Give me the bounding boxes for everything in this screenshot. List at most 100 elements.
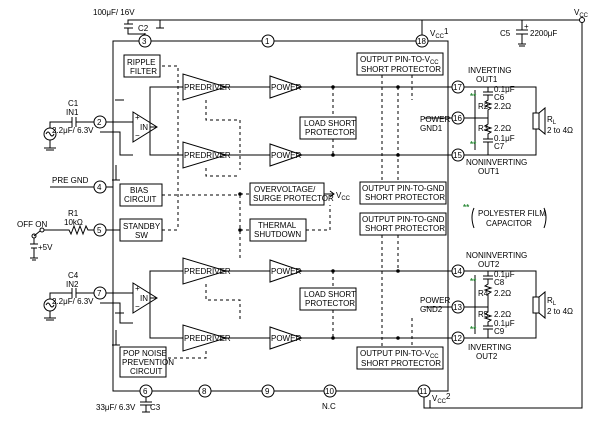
load-short-1-block	[299, 116, 357, 140]
r3-value: 2.2Ω	[494, 124, 511, 133]
c1-label: C1	[68, 99, 79, 108]
star-c9: **	[470, 325, 477, 334]
r4-value: 2.2Ω	[494, 289, 511, 298]
rl1-value: 2 to 4Ω	[547, 126, 573, 135]
svg-text:PREDRIVER: PREDRIVER	[184, 151, 231, 160]
svg-text:11: 11	[419, 387, 428, 396]
svg-text:CIRCUIT: CIRCUIT	[130, 367, 163, 376]
svg-text:POWER: POWER	[271, 334, 301, 343]
svg-text:−: −	[135, 302, 140, 311]
svg-text:PROTECTOR: PROTECTOR	[305, 299, 355, 308]
svg-text:10: 10	[325, 387, 334, 396]
c2-name: C2	[138, 24, 149, 33]
load-short-2-block	[299, 287, 357, 311]
polyester-note-line1: POLYESTER FILM	[478, 209, 546, 218]
r1-label: R1	[68, 209, 79, 218]
svg-text:PREDRIVER: PREDRIVER	[184, 334, 231, 343]
svg-text:+: +	[524, 22, 529, 31]
c2-value: 100μF/ 16V	[93, 8, 135, 17]
svg-text:OUT2: OUT2	[476, 352, 498, 361]
svg-text:LOAD SHORT: LOAD SHORT	[304, 290, 356, 299]
c8-name: C8	[494, 278, 505, 287]
svg-text:18: 18	[417, 37, 426, 46]
c6-name: C6	[494, 93, 505, 102]
rl2-label: RL	[547, 296, 557, 307]
svg-text:IN: IN	[140, 294, 148, 303]
svg-text:+: +	[135, 113, 140, 122]
r2-value: 2.2Ω	[494, 102, 511, 111]
polyester-note-line2: CAPACITOR	[486, 219, 532, 228]
noninv-out1-label: NONINVERTING	[466, 158, 527, 167]
plus5v-label: +5V	[38, 243, 53, 252]
out-gnd-2-block	[359, 212, 447, 236]
r5-name: R5	[478, 310, 489, 319]
svg-text:OUT1: OUT1	[478, 167, 500, 176]
svg-text:16: 16	[453, 114, 462, 123]
svg-text:IN: IN	[140, 123, 148, 132]
speaker-2	[532, 296, 540, 314]
svg-text:THERMAL: THERMAL	[258, 221, 297, 230]
svg-text:OUT1: OUT1	[476, 75, 498, 84]
svg-text:OUTPUT PIN-TO-GND: OUTPUT PIN-TO-GND	[362, 215, 445, 224]
svg-text:BIAS: BIAS	[130, 186, 148, 195]
nc-label: N.C	[322, 402, 336, 411]
c4-value: 2.2μF/ 6.3V	[52, 297, 94, 306]
vcc1-label: VCC1	[430, 27, 449, 40]
c3-name: C3	[150, 403, 161, 412]
rl1-label: RL	[547, 115, 557, 126]
r5-value: 2.2Ω	[494, 310, 511, 319]
svg-text:OUTPUT PIN-TO-GND: OUTPUT PIN-TO-GND	[362, 184, 445, 193]
rl2-value: 2 to 4Ω	[547, 307, 573, 316]
svg-text:13: 13	[453, 303, 462, 312]
svg-text:6: 6	[143, 387, 148, 396]
svg-text:4: 4	[97, 183, 102, 192]
svg-text:SHORT PROTECTOR: SHORT PROTECTOR	[361, 359, 441, 368]
svg-text:PREDRIVER: PREDRIVER	[184, 267, 231, 276]
svg-text:SHORT PROTECTOR: SHORT PROTECTOR	[365, 193, 445, 202]
c4-label: C4	[68, 271, 79, 280]
pin-1	[261, 34, 275, 48]
svg-text:15: 15	[453, 151, 462, 160]
svg-text:POWER: POWER	[271, 267, 301, 276]
svg-text:SW: SW	[135, 231, 148, 240]
ripple-filter-block	[123, 54, 161, 78]
out-vcc-1-block	[356, 52, 444, 76]
svg-text:17: 17	[453, 83, 462, 92]
pin-3	[138, 34, 152, 48]
c5-name: C5	[500, 29, 511, 38]
power-gnd1-label: POWER	[420, 115, 450, 124]
pop-noise-block	[119, 346, 167, 378]
svg-text:9: 9	[265, 387, 270, 396]
c9-value: 0.1μF	[494, 319, 515, 328]
pin-9	[261, 384, 275, 398]
svg-text:PROTECTOR: PROTECTOR	[305, 128, 355, 137]
svg-text:POWER: POWER	[271, 83, 301, 92]
power-gnd2-label: POWER	[420, 296, 450, 305]
svg-text:OUTPUT PIN-TO-VCC: OUTPUT PIN-TO-VCC	[360, 55, 439, 66]
svg-text:RIPPLE: RIPPLE	[127, 58, 155, 67]
svg-text:7: 7	[97, 289, 102, 298]
c7-name: C7	[494, 142, 505, 151]
svg-text:POP NOISE: POP NOISE	[123, 349, 167, 358]
c9-name: C9	[494, 327, 505, 336]
ic-body	[112, 40, 449, 392]
svg-text:1: 1	[265, 37, 270, 46]
svg-text:−: −	[135, 131, 140, 140]
vcc2-label: VCC2	[432, 392, 451, 405]
svg-text:CIRCUIT: CIRCUIT	[124, 195, 157, 204]
svg-text:5: 5	[97, 226, 102, 235]
out-gnd-1-block	[359, 181, 447, 205]
svg-text:GND1: GND1	[420, 124, 443, 133]
star-c8: **	[470, 277, 477, 286]
svg-text:PREVENTION: PREVENTION	[122, 358, 174, 367]
c7-value: 0.1μF	[494, 134, 515, 143]
r4-name: R4	[478, 289, 489, 298]
svg-text:SURGE PROTECTOR: SURGE PROTECTOR	[253, 194, 334, 203]
r2-name: R2	[478, 102, 489, 111]
vcc-arrow-label: VCC	[336, 191, 351, 202]
svg-text:8: 8	[202, 387, 207, 396]
svg-text:GND2: GND2	[420, 305, 443, 314]
pre-gnd-label: PRE GND	[52, 176, 89, 185]
svg-text:OVERVOLTAGE/: OVERVOLTAGE/	[254, 185, 316, 194]
